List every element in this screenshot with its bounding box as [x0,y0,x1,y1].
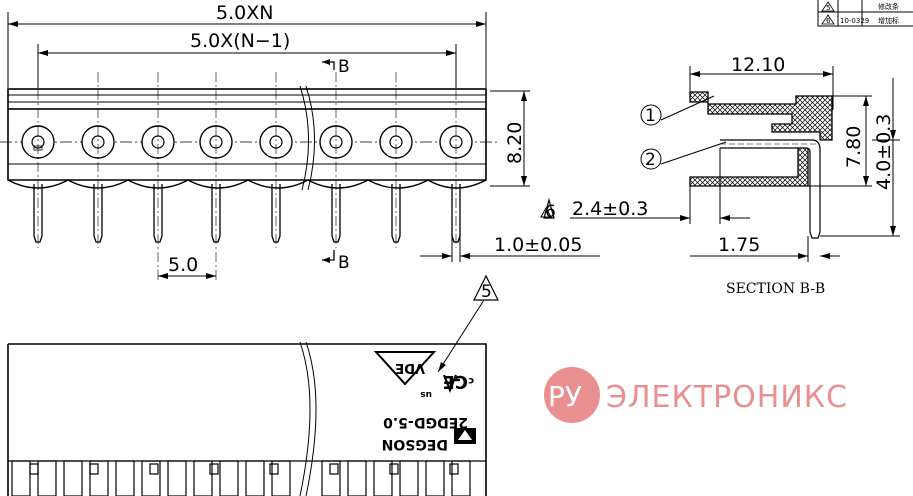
section-marker-top: B [338,57,350,77]
brand-mark: DEGSON [382,436,448,452]
watermark-text: ЭЛЕКТРОНИКС [606,380,848,415]
rev-row2-mark: 6 [826,17,831,25]
ul-logo-icon [442,374,460,393]
callout-1: 1 [645,106,656,126]
callout-rev-5: 5 [481,282,492,302]
vde-mark: VDE [395,360,425,375]
dim-pin-x: 1.75 [718,234,760,256]
dim-lead-width: 1.0±0.05 [494,234,582,256]
rev-row1-text: 修改条 [878,2,899,11]
dim-height-section: 7.80 [843,126,865,168]
watermark: РУ ЭЛЕКТРОНИКС [544,367,848,423]
dim-pitch-span: 5.0X(N−1) [190,30,290,52]
dim-pitch: 5.0 [168,254,198,276]
callout-2: 2 [645,150,656,170]
rev-row2-text: 增加标 [878,16,899,25]
housing-marking: VDE CE c us 2EDGD-5.0 DEGSON [373,351,476,452]
section-view: 12.10 1 2 7.80 4.0±0.3 6 [540,54,900,297]
dim-depth: 12.10 [731,54,785,76]
dim-overall-length: 5.0XN [216,2,273,24]
callout-rev-6: 6 [545,202,556,222]
rev-row1-mark: 5 [826,4,830,12]
pin-row [21,72,473,280]
dim-height: 8.20 [504,122,526,164]
watermark-logo-text: РУ [548,380,582,413]
section-marker-bottom: B [338,253,350,273]
rev-row2-date: 10-0329 [840,17,869,25]
dim-pin-offset: 4.0±0.3 [873,114,895,190]
ul-c-mark: c [468,375,474,386]
revision-table: 5 6 10-0329 修改条 增加标 [817,0,913,27]
ul-us-mark: us [420,389,432,399]
dim-pin-protrusion: 2.4±0.3 [572,198,648,220]
top-view: 5 VDE CE c us 2EDGD-5.0 DEGSON [7,274,499,496]
section-title: SECTION B-B [726,281,825,297]
model-mark: 2EDGD-5.0 [383,414,468,430]
terminal-slots [11,460,471,496]
front-view: 5.0XN 5.0X(N−1) [0,2,600,280]
watermark-logo-icon [544,367,600,423]
